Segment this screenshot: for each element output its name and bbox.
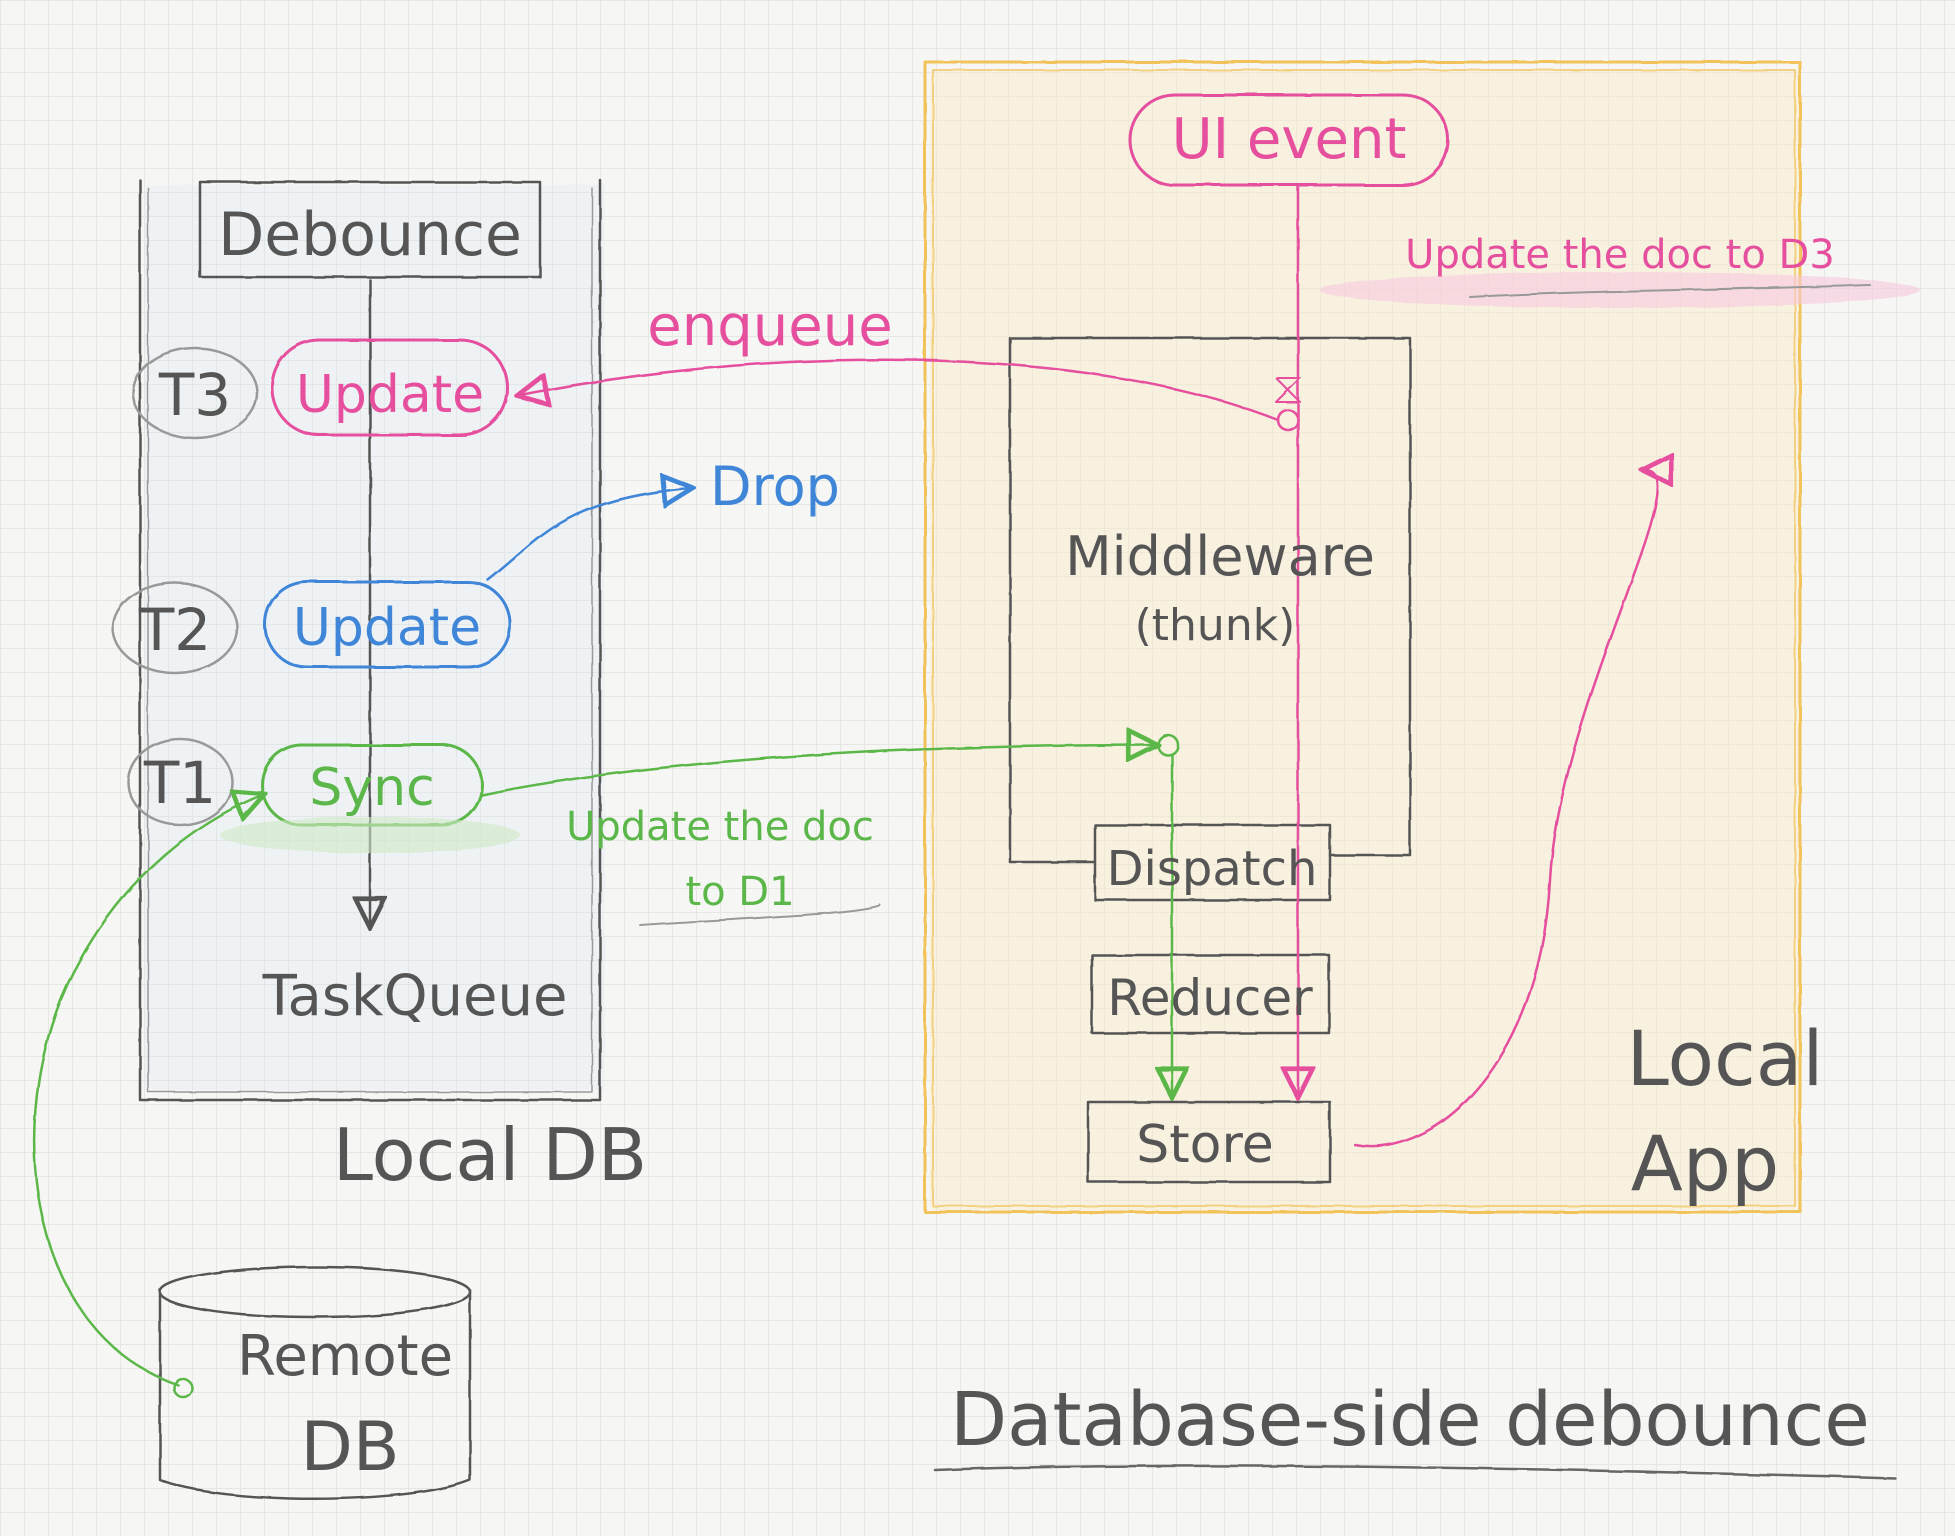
debounce-label: Debounce [218, 200, 522, 270]
taskqueue-label: TaskQueue [262, 964, 568, 1029]
ui-event-pill [1128, 93, 1450, 187]
remote-db-cylinder [158, 1265, 472, 1500]
local-app-label-line1: Local [1627, 1014, 1824, 1103]
task-t3-pill [270, 338, 509, 437]
local-db-label: Local DB [333, 1113, 647, 1197]
update-d1-label-line2: to D1 [685, 869, 794, 915]
task-tag-t3: T3 [158, 361, 231, 429]
ui-event-label: UI event [1172, 107, 1407, 172]
remote-db-label-line1: Remote [237, 1324, 453, 1389]
enqueue-label: enqueue [647, 294, 892, 359]
task-tag-t1: T1 [143, 749, 216, 817]
remote-db-label-line2: DB [300, 1408, 399, 1487]
update-d3-underline [1469, 284, 1871, 298]
middleware-label-line1: Middleware [1065, 525, 1375, 588]
dispatch-label: Dispatch [1107, 841, 1318, 897]
task-tag-t3-circle [131, 346, 259, 440]
debounce-box [198, 180, 542, 279]
update-d1-underline [639, 904, 881, 926]
reducer-box [1090, 953, 1331, 1035]
task-tag-t2: T2 [138, 596, 211, 664]
task-t1-label: Sync [309, 758, 434, 818]
middleware-box [1008, 336, 1412, 864]
drop-arrow [486, 488, 690, 582]
enqueue-arrow [520, 358, 1280, 422]
remote-junction-icon [172, 1377, 194, 1399]
title-underline [933, 1464, 1897, 1480]
task-tag-t1-circle [126, 737, 234, 827]
task-t3-label: Update [296, 365, 484, 425]
update-d1-label-line1: Update the doc [566, 804, 874, 850]
local-db-container [138, 178, 605, 1102]
remote-to-sync-arrow [32, 795, 262, 1387]
sync-to-middleware-arrow [480, 745, 1155, 797]
store-label: Store [1136, 1115, 1273, 1175]
local-app-container [923, 60, 1802, 1214]
store-feedback-arrow [1353, 470, 1658, 1148]
update-d3-highlight [1320, 272, 1920, 308]
reducer-label: Reducer [1107, 969, 1313, 1027]
drop-label: Drop [710, 455, 840, 518]
update-d3-label: Update the doc to D3 [1405, 232, 1835, 278]
sync-highlight [220, 817, 520, 853]
task-t2-pill [263, 580, 512, 669]
store-box [1086, 1100, 1332, 1184]
dispatch-box [1093, 823, 1332, 902]
enqueue-valve-icon [1275, 377, 1301, 403]
local-app-label-line2: App [1631, 1119, 1779, 1208]
page-title: Database-side debounce [950, 1377, 1870, 1463]
middleware-label-line2: (thunk) [1135, 600, 1296, 651]
task-tag-t2-circle [111, 581, 239, 675]
task-t2-label: Update [293, 598, 481, 658]
